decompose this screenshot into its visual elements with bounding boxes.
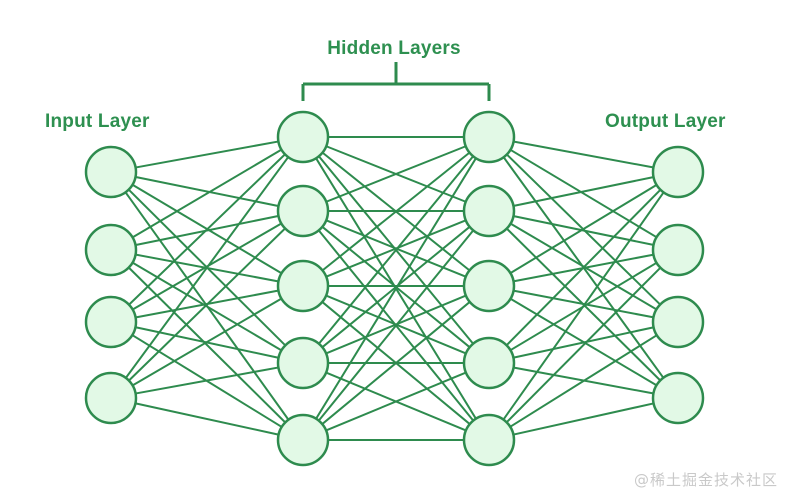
nodes-group bbox=[84, 110, 705, 467]
neuron-node-input-2[interactable] bbox=[84, 223, 138, 277]
neuron-node-hidden1-3[interactable] bbox=[276, 259, 330, 313]
connection-edge bbox=[512, 140, 655, 169]
neuron-node-input-4[interactable] bbox=[84, 371, 138, 425]
connection-edge bbox=[512, 214, 655, 247]
connection-edge bbox=[134, 366, 280, 395]
watermark: @稀土掘金技术社区 bbox=[633, 471, 778, 489]
connection-edge bbox=[505, 188, 662, 347]
connection-edge bbox=[127, 152, 287, 307]
neuron-node-output-1[interactable] bbox=[651, 145, 705, 199]
connection-edge bbox=[502, 191, 665, 421]
connection-edge bbox=[127, 266, 287, 424]
connection-edge bbox=[131, 148, 283, 239]
neuron-node-hidden2-5[interactable] bbox=[462, 413, 516, 467]
neuron-node-hidden2-3[interactable] bbox=[462, 259, 516, 313]
connection-edge bbox=[508, 333, 659, 429]
neuron-node-input-1[interactable] bbox=[84, 145, 138, 199]
connection-edge bbox=[324, 371, 468, 432]
connection-edge bbox=[314, 156, 478, 421]
neuron-node-output-3[interactable] bbox=[651, 295, 705, 349]
neuron-node-hidden1-2[interactable] bbox=[276, 184, 330, 238]
neuron-node-hidden1-4[interactable] bbox=[276, 336, 330, 390]
connection-edge bbox=[324, 144, 468, 204]
neuron-node-input-3[interactable] bbox=[84, 295, 138, 349]
neuron-node-hidden1-5[interactable] bbox=[276, 413, 330, 467]
neuron-node-output-2[interactable] bbox=[651, 223, 705, 277]
connection-edge bbox=[505, 266, 662, 424]
neuron-node-hidden2-2[interactable] bbox=[462, 184, 516, 238]
connection-edge bbox=[317, 154, 475, 346]
connection-edge bbox=[124, 155, 290, 380]
output-layer-label: Output Layer bbox=[605, 111, 726, 132]
neuron-node-hidden2-1[interactable] bbox=[462, 110, 516, 164]
connection-edge bbox=[127, 227, 287, 382]
neuron-node-hidden2-4[interactable] bbox=[462, 336, 516, 390]
edges-group bbox=[124, 136, 665, 441]
connection-edge bbox=[512, 326, 655, 359]
neuron-node-output-4[interactable] bbox=[651, 371, 705, 425]
connection-edge bbox=[134, 402, 280, 436]
hidden-layers-label: Hidden Layers bbox=[327, 38, 461, 59]
neuron-node-hidden1-1[interactable] bbox=[276, 110, 330, 164]
connection-edge bbox=[321, 151, 471, 272]
connection-edge bbox=[509, 183, 658, 275]
connection-edge bbox=[131, 297, 283, 387]
connection-edge bbox=[512, 402, 655, 436]
connection-edge bbox=[134, 140, 280, 169]
connection-edge bbox=[509, 148, 658, 239]
connection-edge bbox=[512, 289, 655, 319]
connection-edge bbox=[317, 228, 475, 423]
connection-edge bbox=[512, 175, 655, 208]
input-layer-label: Input Layer bbox=[45, 111, 150, 132]
connection-edge bbox=[320, 300, 472, 426]
hidden-layers-bracket bbox=[301, 62, 491, 101]
